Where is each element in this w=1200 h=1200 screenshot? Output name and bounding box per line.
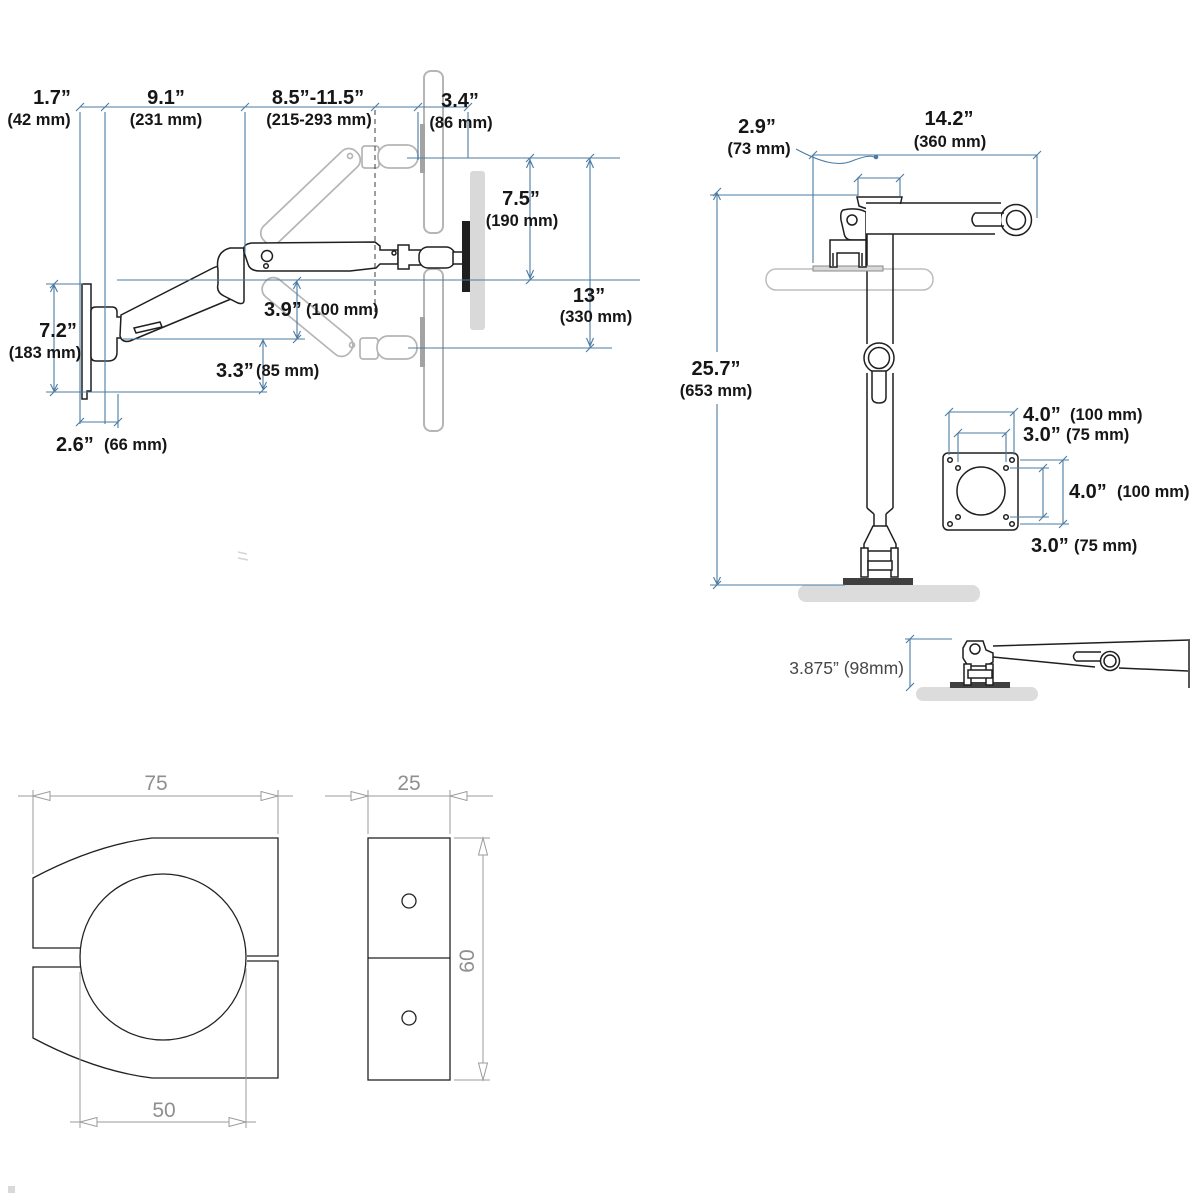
dim-label-1-7: 1.7”: [33, 87, 71, 109]
dim-label-3-9: 3.9”: [264, 299, 302, 321]
monitor-panel-middle: [470, 171, 485, 330]
ghost-arm-lowered: [261, 276, 418, 360]
desk-clamp: [829, 239, 867, 268]
floor-surface-folded: [916, 687, 1038, 701]
folded-arm-body: [992, 639, 1191, 668]
cad-label-75: 75: [144, 772, 167, 795]
floor-surface: [798, 585, 980, 602]
vesa-label-75-top: 3.0”: [1023, 424, 1061, 446]
vesa-unit-75-top: (75 mm): [1066, 426, 1129, 444]
wall-arm-dimension-lines: [46, 102, 640, 428]
folded-arm-figure: 3.875” (98mm): [789, 634, 1191, 701]
upper-arm: [242, 241, 399, 272]
dim-label-2-9: 2.9”: [738, 116, 776, 138]
print-artifact-corner: [8, 1186, 15, 1193]
dim-unit-range: (215-293 mm): [266, 111, 371, 129]
vesa-bracket-bar: [462, 221, 470, 292]
cad-label-25: 25: [397, 772, 420, 795]
dim-unit-3-9: (100 mm): [306, 301, 378, 319]
dim-label-range: 8.5”-11.5”: [272, 87, 364, 109]
pole-arm-figure: 2.9” (73 mm) 14.2” (360 mm) 25.7” (653 m…: [680, 108, 1189, 602]
monitor-pivot-link: [418, 246, 456, 269]
vesa-plate: [942, 452, 1019, 531]
dim-unit-13: (330 mm): [560, 308, 632, 326]
dim-label-7-5: 7.5”: [502, 188, 540, 210]
clamp-side-body: [367, 837, 451, 1081]
dim-unit-14-2: (360 mm): [914, 133, 986, 151]
monitor-vesa-strip-upper: [420, 124, 425, 173]
arm-end-ring: [999, 203, 1033, 237]
dim-unit-7-5: (190 mm): [486, 212, 558, 230]
dim-label-13: 13”: [573, 285, 605, 307]
pole-arm-dimension-lines: [710, 148, 1069, 590]
clamp-side-view: 25 60: [325, 772, 493, 1082]
clamp-bore: [79, 873, 247, 1041]
vesa-unit-75-bottom: (75 mm): [1074, 537, 1137, 555]
dim-label-9-1: 9.1”: [147, 87, 185, 109]
dim-label-7-2: 7.2”: [39, 320, 77, 342]
dim-unit-1-7: (42 mm): [7, 111, 70, 129]
clamp-top-view: 75 50: [18, 772, 293, 1128]
dim-label-25-7: 25.7”: [692, 358, 741, 380]
elbow-riser: [216, 247, 245, 305]
base-plate: [843, 578, 913, 585]
vesa-label-100-top: 4.0”: [1023, 404, 1061, 426]
dim-label-14-2: 14.2”: [925, 108, 974, 130]
clamp-hole-lower: [401, 1010, 417, 1026]
vesa-unit-100-right: (100 mm): [1117, 483, 1189, 501]
clamp-plate: [812, 265, 884, 272]
dim-unit-25-7: (653 mm): [680, 382, 752, 400]
dim-unit-3-4: (86 mm): [429, 114, 492, 132]
wall-arm-figure: 1.7” (42 mm) 9.1” (231 mm) 8.5”-11.5” (2…: [7, 70, 640, 456]
dim-unit-3-3: (85 mm): [256, 362, 319, 380]
print-artifact-smudge: [237, 551, 249, 561]
monitor-outline-lower: [423, 268, 444, 432]
desk-surface: [765, 268, 934, 291]
monitor-vesa-strip-lower: [420, 317, 425, 367]
cad-label-60: 60: [456, 949, 479, 972]
dim-label-3-4: 3.4”: [441, 90, 479, 112]
dim-label-3-3: 3.3”: [216, 360, 254, 382]
vesa-label-75-bottom: 3.0”: [1031, 535, 1069, 557]
vesa-unit-100-top: (100 mm): [1070, 406, 1142, 424]
base-plate-folded: [950, 682, 1010, 688]
vesa-label-100-right: 4.0”: [1069, 481, 1107, 503]
wall-plate: [81, 283, 92, 400]
dim-unit-2-9: (73 mm): [727, 140, 790, 158]
clamp-hole-upper: [401, 893, 417, 909]
dim-unit-9-1: (231 mm): [130, 111, 202, 129]
cad-label-50: 50: [152, 1099, 175, 1122]
wall-pivot-housing: [90, 306, 122, 362]
dim-unit-2-6: (66 mm): [104, 436, 167, 454]
dim-label-3-875: 3.875” (98mm): [789, 658, 904, 678]
ghost-arm-raised: [259, 144, 419, 246]
monitor-pivot-fork: [397, 244, 422, 270]
pole: [866, 233, 894, 508]
dim-label-2-6: 2.6”: [56, 434, 94, 456]
vesa-plate-detail: [942, 452, 1019, 531]
dim-unit-7-2: (183 mm): [9, 344, 81, 362]
